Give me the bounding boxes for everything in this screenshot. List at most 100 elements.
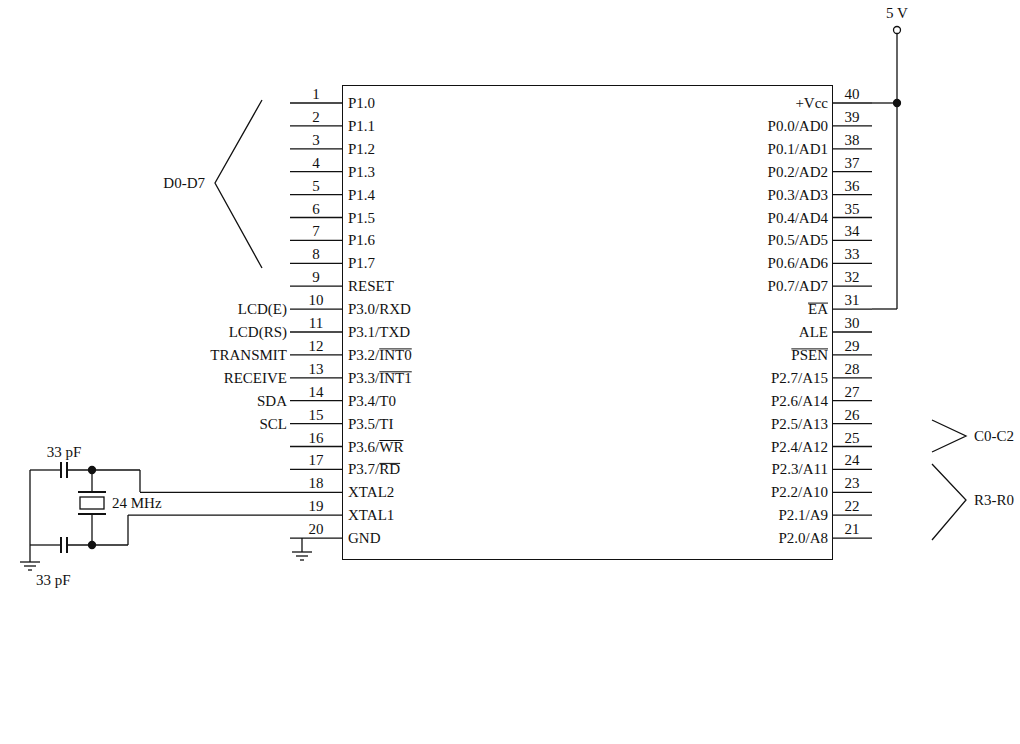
signal-label: LCD(E): [238, 301, 287, 317]
signal-label: R3-R0: [974, 492, 1014, 508]
supply-wire: [896, 34, 897, 310]
pin-lead: [833, 469, 872, 470]
pin-number: 9: [312, 269, 320, 285]
pin-name: P2.0/A8: [778, 530, 828, 546]
pin-number: 32: [845, 269, 860, 285]
pin-name: XTAL1: [348, 507, 394, 523]
pin-lead: [833, 377, 872, 378]
pin-name: P0.7/AD7: [768, 278, 828, 294]
pin-name: ALE: [799, 324, 828, 340]
crystal-wire: [140, 492, 290, 493]
pin-number: 37: [845, 155, 860, 171]
supply-wire: [872, 308, 897, 309]
pin-name: P3.1/TXD: [348, 324, 410, 340]
pin-number: 5: [312, 178, 320, 194]
pin-number: 19: [309, 498, 324, 514]
pin-lead: [833, 125, 872, 126]
pin-name: P1.5: [348, 210, 375, 226]
signal-label: C0-C2: [974, 428, 1014, 444]
pin-name: +Vcc: [795, 95, 828, 111]
pin-name: P1.0: [348, 95, 375, 111]
pin-lead: [833, 240, 872, 241]
pin-number: 25: [845, 430, 860, 446]
pin-lead: [290, 515, 342, 516]
bus-bracket: [932, 464, 966, 540]
pin-lead: [290, 194, 342, 195]
pin-lead: [833, 217, 872, 218]
pin-lead: [290, 217, 342, 218]
pin-name: P0.3/AD3: [768, 187, 828, 203]
pin-name: P2.6/A14: [771, 393, 828, 409]
pin-lead: [833, 331, 872, 332]
pin-lead: [290, 102, 342, 103]
pin-name: P1.6: [348, 232, 375, 248]
pin-lead: [833, 308, 872, 309]
pin-number: 7: [312, 223, 320, 239]
pin-number: 36: [845, 178, 860, 194]
pin-name: P1.4: [348, 187, 375, 203]
pin-name: P1.3: [348, 164, 375, 180]
pin-number: 10: [309, 292, 324, 308]
supply-terminal: [894, 27, 901, 34]
pin-number: 31: [845, 292, 860, 308]
pin-lead: [833, 354, 872, 355]
pin-number: 27: [845, 384, 860, 400]
pin-number: 12: [309, 338, 324, 354]
signal-label: 5 V: [886, 5, 908, 21]
pin-lead: [290, 171, 342, 172]
pin-name: XTAL2: [348, 484, 394, 500]
pin-name: P1.7: [348, 255, 375, 271]
pin-lead: [290, 469, 342, 470]
pin-lead: [833, 263, 872, 264]
pin-number: 16: [309, 430, 324, 446]
pin-lead: [290, 377, 342, 378]
pin-lead: [290, 125, 342, 126]
bus-bracket: [215, 100, 262, 268]
pin-lead: [833, 171, 872, 172]
signal-label: 33 pF: [36, 572, 71, 588]
pin-name: RESET: [348, 278, 394, 294]
pin-lead: [290, 331, 342, 332]
pin-lead: [290, 446, 342, 447]
signal-label: RECEIVE: [224, 370, 287, 386]
microcontroller-chip: P1.0P1.1P1.2P1.3P1.4P1.5P1.6P1.7RESETP3.…: [342, 85, 833, 560]
pin-number: 13: [309, 361, 324, 377]
pin-number: 24: [845, 452, 860, 468]
ground-symbol: [292, 538, 312, 560]
pin-number: 28: [845, 361, 860, 377]
pin-number: 35: [845, 201, 860, 217]
pin-name: P0.1/AD1: [768, 141, 828, 157]
pin-lead: [290, 308, 342, 309]
pin-number: 1: [312, 86, 320, 102]
pin-lead: [833, 194, 872, 195]
pin-number: 18: [309, 475, 324, 491]
pin-number: 4: [312, 155, 320, 171]
pin-lead: [290, 400, 342, 401]
pin-name: P3.3/INT1: [348, 370, 412, 386]
pin-number: 14: [309, 384, 324, 400]
pin-name: P2.3/A11: [771, 461, 828, 477]
pin-lead: [833, 537, 872, 538]
pin-number: 39: [845, 109, 860, 125]
signal-label: SDA: [257, 393, 287, 409]
junction-dot: [894, 100, 901, 107]
pin-number: 2: [312, 109, 320, 125]
signal-label: D0-D7: [163, 175, 205, 191]
bus-bracket: [932, 420, 966, 452]
signal-label: 33 pF: [47, 444, 82, 460]
pin-lead: [290, 537, 342, 538]
pin-name: P2.1/A9: [778, 507, 828, 523]
pin-name: P3.5/TI: [348, 416, 393, 432]
pin-number: 11: [309, 315, 323, 331]
signal-label: SCL: [259, 416, 287, 432]
pin-lead: [833, 400, 872, 401]
pin-name: P0.4/AD4: [768, 210, 828, 226]
pin-number: 3: [312, 132, 320, 148]
pin-number: 30: [845, 315, 860, 331]
pin-name: EA: [808, 301, 828, 317]
pin-number: 22: [845, 498, 860, 514]
pin-name: GND: [348, 530, 381, 546]
pin-name: P2.7/A15: [771, 370, 828, 386]
pin-number: 34: [845, 223, 860, 239]
